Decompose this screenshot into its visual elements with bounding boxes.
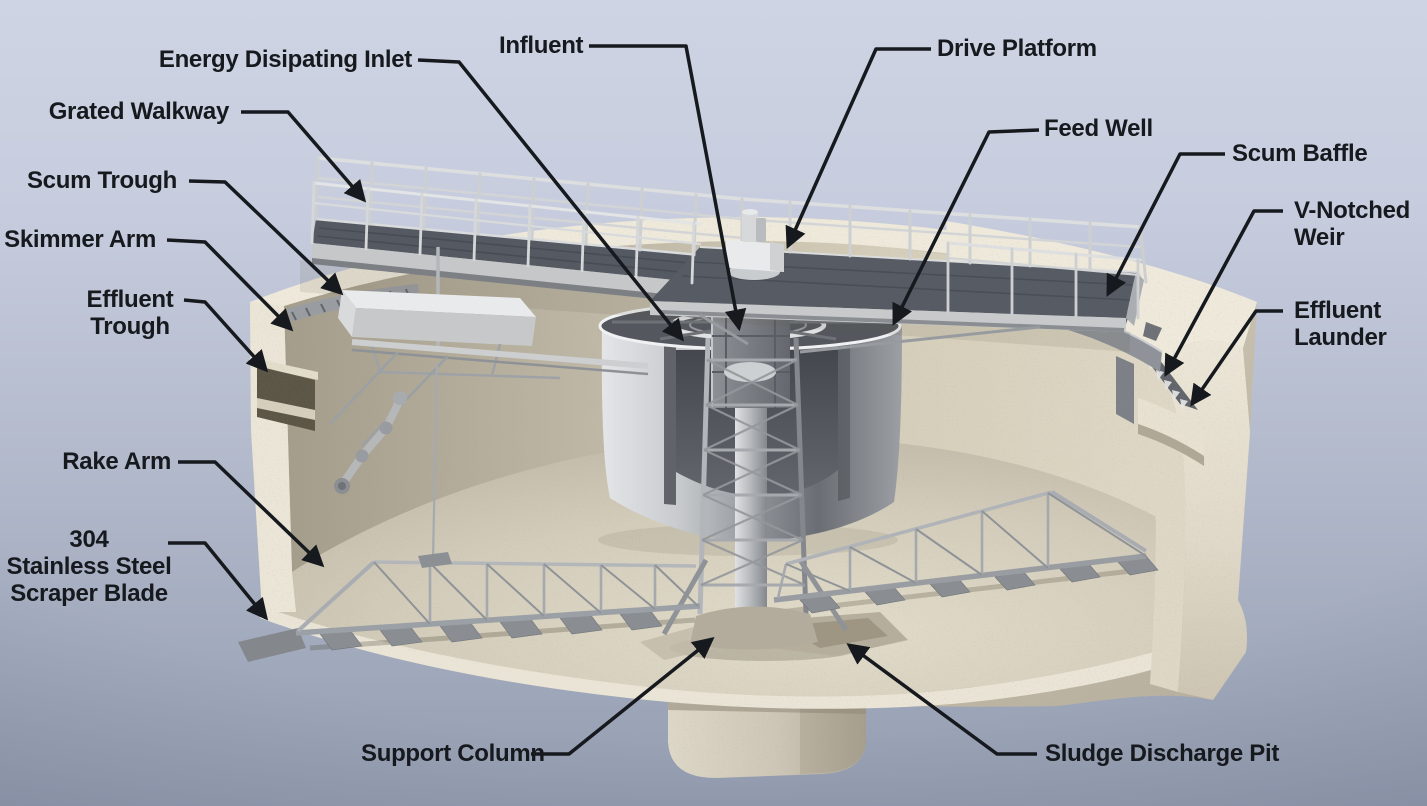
label-grated-walkway: Grated Walkway <box>48 98 230 125</box>
leader-influent <box>589 44 747 332</box>
leader-skimmer-arm <box>166 238 294 332</box>
scum-discharge-pipe <box>334 391 407 494</box>
label-support-column: Support Column <box>361 740 545 767</box>
leader-scum-trough <box>188 179 344 296</box>
skimmer-arm <box>329 339 649 447</box>
label-drive-platform: Drive Platform <box>937 35 1097 62</box>
scum-trough <box>338 290 536 346</box>
leader-scum-baffle <box>1106 152 1225 297</box>
drive-unit <box>726 209 784 280</box>
leader-effluent-trough <box>183 298 269 373</box>
label-feed-well: Feed Well <box>1044 115 1153 142</box>
leader-scraper-blade <box>168 541 269 621</box>
label-influent: Influent <box>499 32 584 59</box>
label-scraper-blade-304: 304 Stainless Steel Scraper Blade <box>6 526 172 607</box>
leader-support-column <box>531 636 715 756</box>
label-effluent-launder: Effluent Launder <box>1294 297 1387 351</box>
leader-lines <box>166 44 1283 756</box>
label-skimmer-arm: Skimmer Arm <box>4 226 156 253</box>
label-rake-arm: Rake Arm <box>62 448 171 475</box>
skimmer-assembly <box>329 247 649 568</box>
label-sludge-discharge-pit: Sludge Discharge Pit <box>1045 740 1280 767</box>
rake-arm-right <box>773 490 1159 614</box>
label-energy-disipating-inlet: Energy Disipating Inlet <box>158 46 412 73</box>
leader-rake-arm <box>178 460 325 568</box>
leader-energy-disipating-inlet <box>417 58 685 342</box>
leader-v-notched-weir <box>1164 209 1283 377</box>
label-scum-baffle: Scum Baffle <box>1232 140 1368 167</box>
leader-drive-platform <box>785 47 931 249</box>
leader-sludge-discharge-pit <box>846 643 1037 756</box>
scraper-blades-left <box>319 609 663 651</box>
leader-effluent-launder <box>1190 309 1283 407</box>
label-scum-trough: Scum Trough <box>26 167 177 194</box>
leader-feed-well <box>892 128 1040 326</box>
leader-grated-walkway <box>241 110 367 203</box>
label-v-notched-weir: V-Notched Weir <box>1294 197 1410 251</box>
label-effluent-trough: Effluent Trough <box>86 286 174 340</box>
scraper-blades-right <box>799 555 1159 614</box>
